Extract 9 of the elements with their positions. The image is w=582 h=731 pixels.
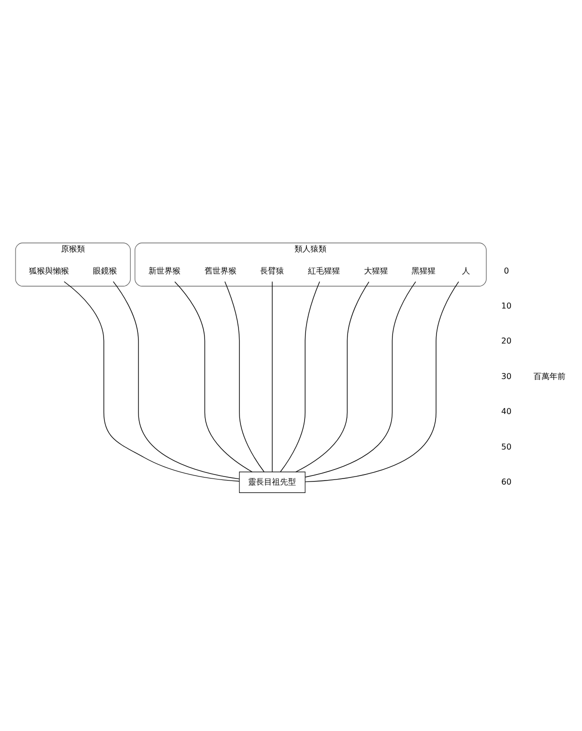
connector [112, 281, 240, 480]
connector [304, 281, 416, 478]
connector [272, 281, 273, 472]
connector [304, 281, 459, 482]
connector [280, 281, 320, 472]
connector [174, 281, 253, 472]
connector [295, 281, 370, 472]
connector [64, 281, 240, 482]
connector [224, 281, 264, 472]
